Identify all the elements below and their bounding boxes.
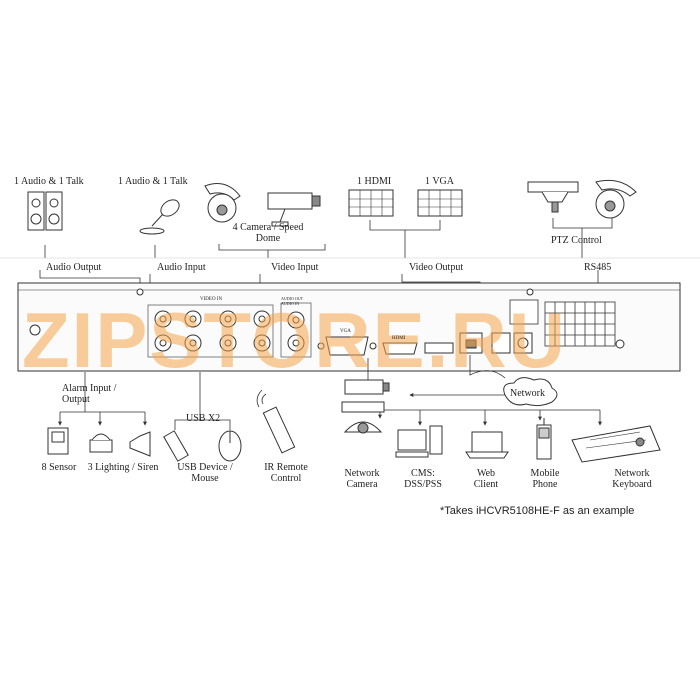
top-connector-lines: [44, 218, 613, 258]
camera-label: 4 Camera / Speed Dome: [232, 222, 304, 244]
audio-output-label: Audio Output: [46, 262, 102, 273]
lighting-label: 3 Lighting / Siren: [87, 462, 159, 473]
network-camera-label: Network Camera: [344, 468, 380, 490]
mouse-icon: [218, 430, 242, 462]
audio-rca-ports: [280, 302, 312, 358]
panel-video-in-label: VIDEO IN: [200, 297, 223, 302]
sensor-label: 8 Sensor: [41, 462, 77, 473]
vga-label: 1 VGA: [425, 176, 454, 187]
speaker-icon: [27, 191, 63, 231]
lighting-icon: [89, 433, 113, 453]
microphone-label: 1 Audio & 1 Talk: [118, 176, 188, 187]
ir-remote-label: IR Remote Control: [264, 462, 308, 484]
laptop-icon: [465, 431, 509, 459]
ir-remote-icon: [256, 389, 296, 454]
panel-audio-label: AUDIO OUT AUDIO IN: [281, 296, 304, 306]
siren-icon: [129, 431, 151, 457]
bnc-video-inputs: [147, 304, 274, 358]
alarm-terminal-block: [509, 299, 616, 347]
video-output-label: Video Output: [409, 262, 464, 273]
audio-input-label: Audio Input: [157, 262, 206, 273]
network-camera-icon: [341, 379, 390, 434]
vga-port: [317, 336, 377, 356]
network-keyboard-label: Network Keyboard: [612, 468, 652, 490]
ethernet-port: [459, 332, 483, 354]
mobile-phone-icon: [536, 418, 552, 460]
bullet-camera-icon: [267, 192, 321, 227]
rs485-label: RS485: [584, 262, 612, 273]
usb-device-label: USB Device / Mouse: [177, 462, 233, 484]
panel-hdmi-label: HDMI: [392, 336, 406, 341]
ptz-camera-icon: [527, 181, 579, 213]
ptz-label: PTZ Control: [551, 235, 602, 246]
cms-label: CMS: DSS/PSS: [404, 468, 442, 490]
hdmi-monitor-icon: [348, 189, 394, 217]
hdmi-port: [382, 342, 418, 355]
power-port: [513, 332, 533, 354]
hdmi-label: 1 HDMI: [357, 176, 392, 187]
usb-x2-label: USB X2: [186, 413, 221, 424]
watermark: ZIPSTORE.RU: [22, 296, 567, 384]
speaker-label: 1 Audio & 1 Talk: [14, 176, 84, 187]
usb-stick-icon: [163, 430, 189, 462]
sensor-icon: [47, 427, 69, 455]
network-label: Network: [510, 388, 545, 399]
microphone-icon: [139, 199, 180, 235]
footnote: *Takes iHCVR5108HE-F as an example: [440, 505, 635, 517]
video-input-label: Video Input: [271, 262, 319, 273]
ptz-dome-icon: [595, 179, 637, 219]
esata-port: [491, 332, 511, 354]
panel-vga-label: VGA: [340, 329, 351, 334]
vga-monitor-icon: [417, 189, 463, 217]
mobile-phone-label: Mobile Phone: [530, 468, 560, 490]
usb-port: [424, 342, 454, 354]
desktop-pc-icon: [395, 425, 443, 458]
speed-dome-camera-icon: [204, 183, 241, 223]
web-client-label: Web Client: [473, 468, 499, 490]
network-keyboard-icon: [571, 425, 661, 463]
bottom-connector-lines: [58, 355, 602, 430]
network-cloud-icon: [503, 377, 558, 407]
alarm-io-label: Alarm Input / Output: [62, 383, 117, 405]
